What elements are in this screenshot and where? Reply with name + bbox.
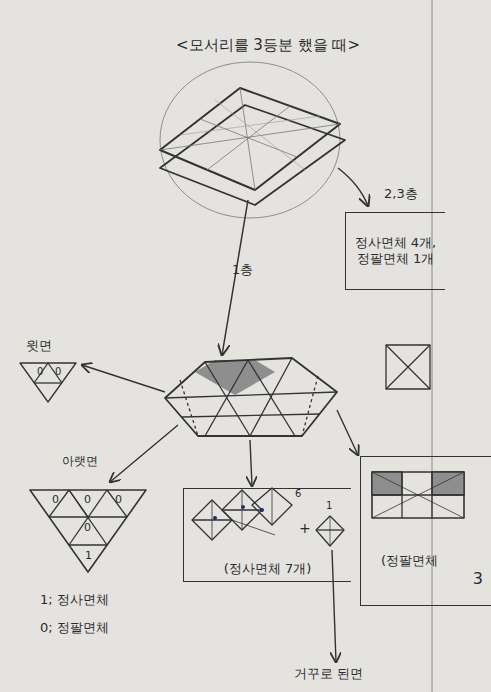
cell-number: 0: [55, 366, 61, 378]
arrow-note: 거꾸로 된면: [294, 666, 363, 682]
node-text: (정팔면체: [381, 553, 483, 569]
octahedra-box: (정팔면체3: [360, 456, 491, 606]
result-box: 정사면체 4개, 정팔면체 1개: [345, 212, 445, 290]
face-label: 아랫면: [62, 454, 98, 468]
cell-number: 0: [84, 493, 91, 506]
cell-number: 1: [85, 549, 92, 562]
arrow: [222, 200, 248, 355]
layer-label: 1층: [232, 262, 253, 278]
count-number: 1: [326, 500, 332, 512]
cell-number: 0: [84, 521, 91, 534]
layer-figure: [165, 358, 337, 436]
layered-square-figure: [160, 62, 345, 218]
node-text: 정사면체 4개, 정팔면체 1개: [354, 235, 437, 268]
legend-note: 1; 정사면체: [40, 592, 109, 608]
arrow: [110, 425, 178, 482]
arrow: [332, 550, 336, 662]
node-text: (정사면체 7개): [190, 561, 345, 577]
margin-line: [432, 0, 433, 692]
tetrahedra-box: (정사면체 7개): [183, 488, 351, 582]
bottom-face-triangle: [30, 490, 146, 572]
square-symbol: [386, 345, 430, 389]
cell-number: 0: [37, 366, 43, 378]
layer-label: 2,3층: [384, 186, 418, 202]
cell-number: 0: [52, 493, 59, 506]
count-number: 6: [295, 488, 301, 500]
plus-sign: +: [299, 520, 311, 537]
octahedra-sketch: [372, 472, 464, 518]
tetrahedra-sketch: [192, 488, 344, 546]
arrow: [337, 410, 358, 455]
arrow: [338, 168, 368, 206]
face-label: 윗면: [26, 338, 52, 354]
top-face-triangle: [20, 363, 76, 402]
legend-note: 0; 정팔면체: [40, 620, 109, 636]
arrow: [82, 365, 165, 392]
cell-number: 0: [115, 493, 122, 506]
title-note: <모서리를 3등분 했을 때>: [176, 36, 360, 54]
arrow: [250, 440, 252, 486]
node-text: 3: [381, 569, 483, 589]
